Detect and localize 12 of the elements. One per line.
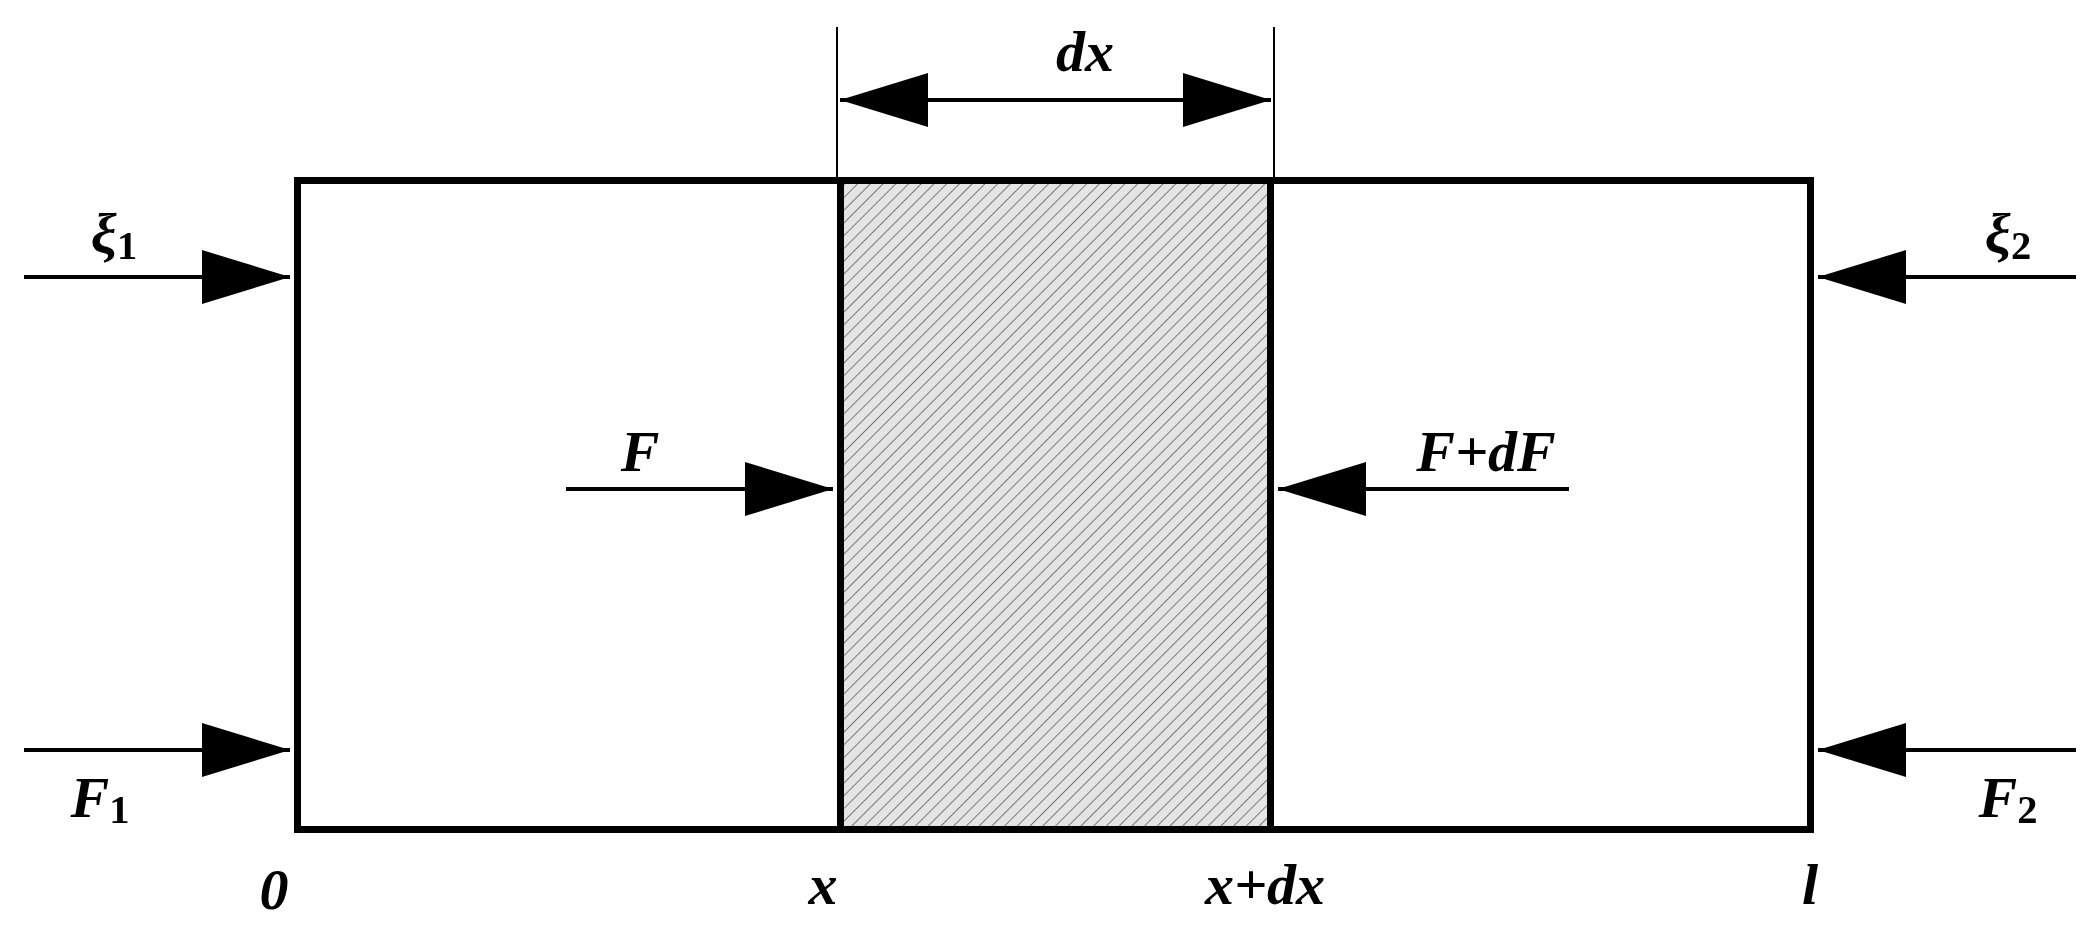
force-label: F bbox=[620, 423, 660, 481]
force-label: ξ$_{2}$ bbox=[1984, 205, 2032, 267]
coordinate-label: x bbox=[808, 856, 838, 914]
force-label: F$_{1}$ bbox=[70, 769, 130, 831]
force-label: ξ$_{1}$ bbox=[90, 205, 138, 267]
force-label: F+dF bbox=[1416, 423, 1556, 481]
force-label: F$_{2}$ bbox=[1978, 769, 2038, 831]
coordinate-label: x+dx bbox=[1204, 856, 1326, 914]
coordinate-label: 0 bbox=[259, 861, 289, 919]
dimension-label: dx bbox=[1056, 23, 1114, 81]
coordinate-label: l bbox=[1801, 856, 1819, 914]
bar-rectangle bbox=[294, 177, 1814, 833]
